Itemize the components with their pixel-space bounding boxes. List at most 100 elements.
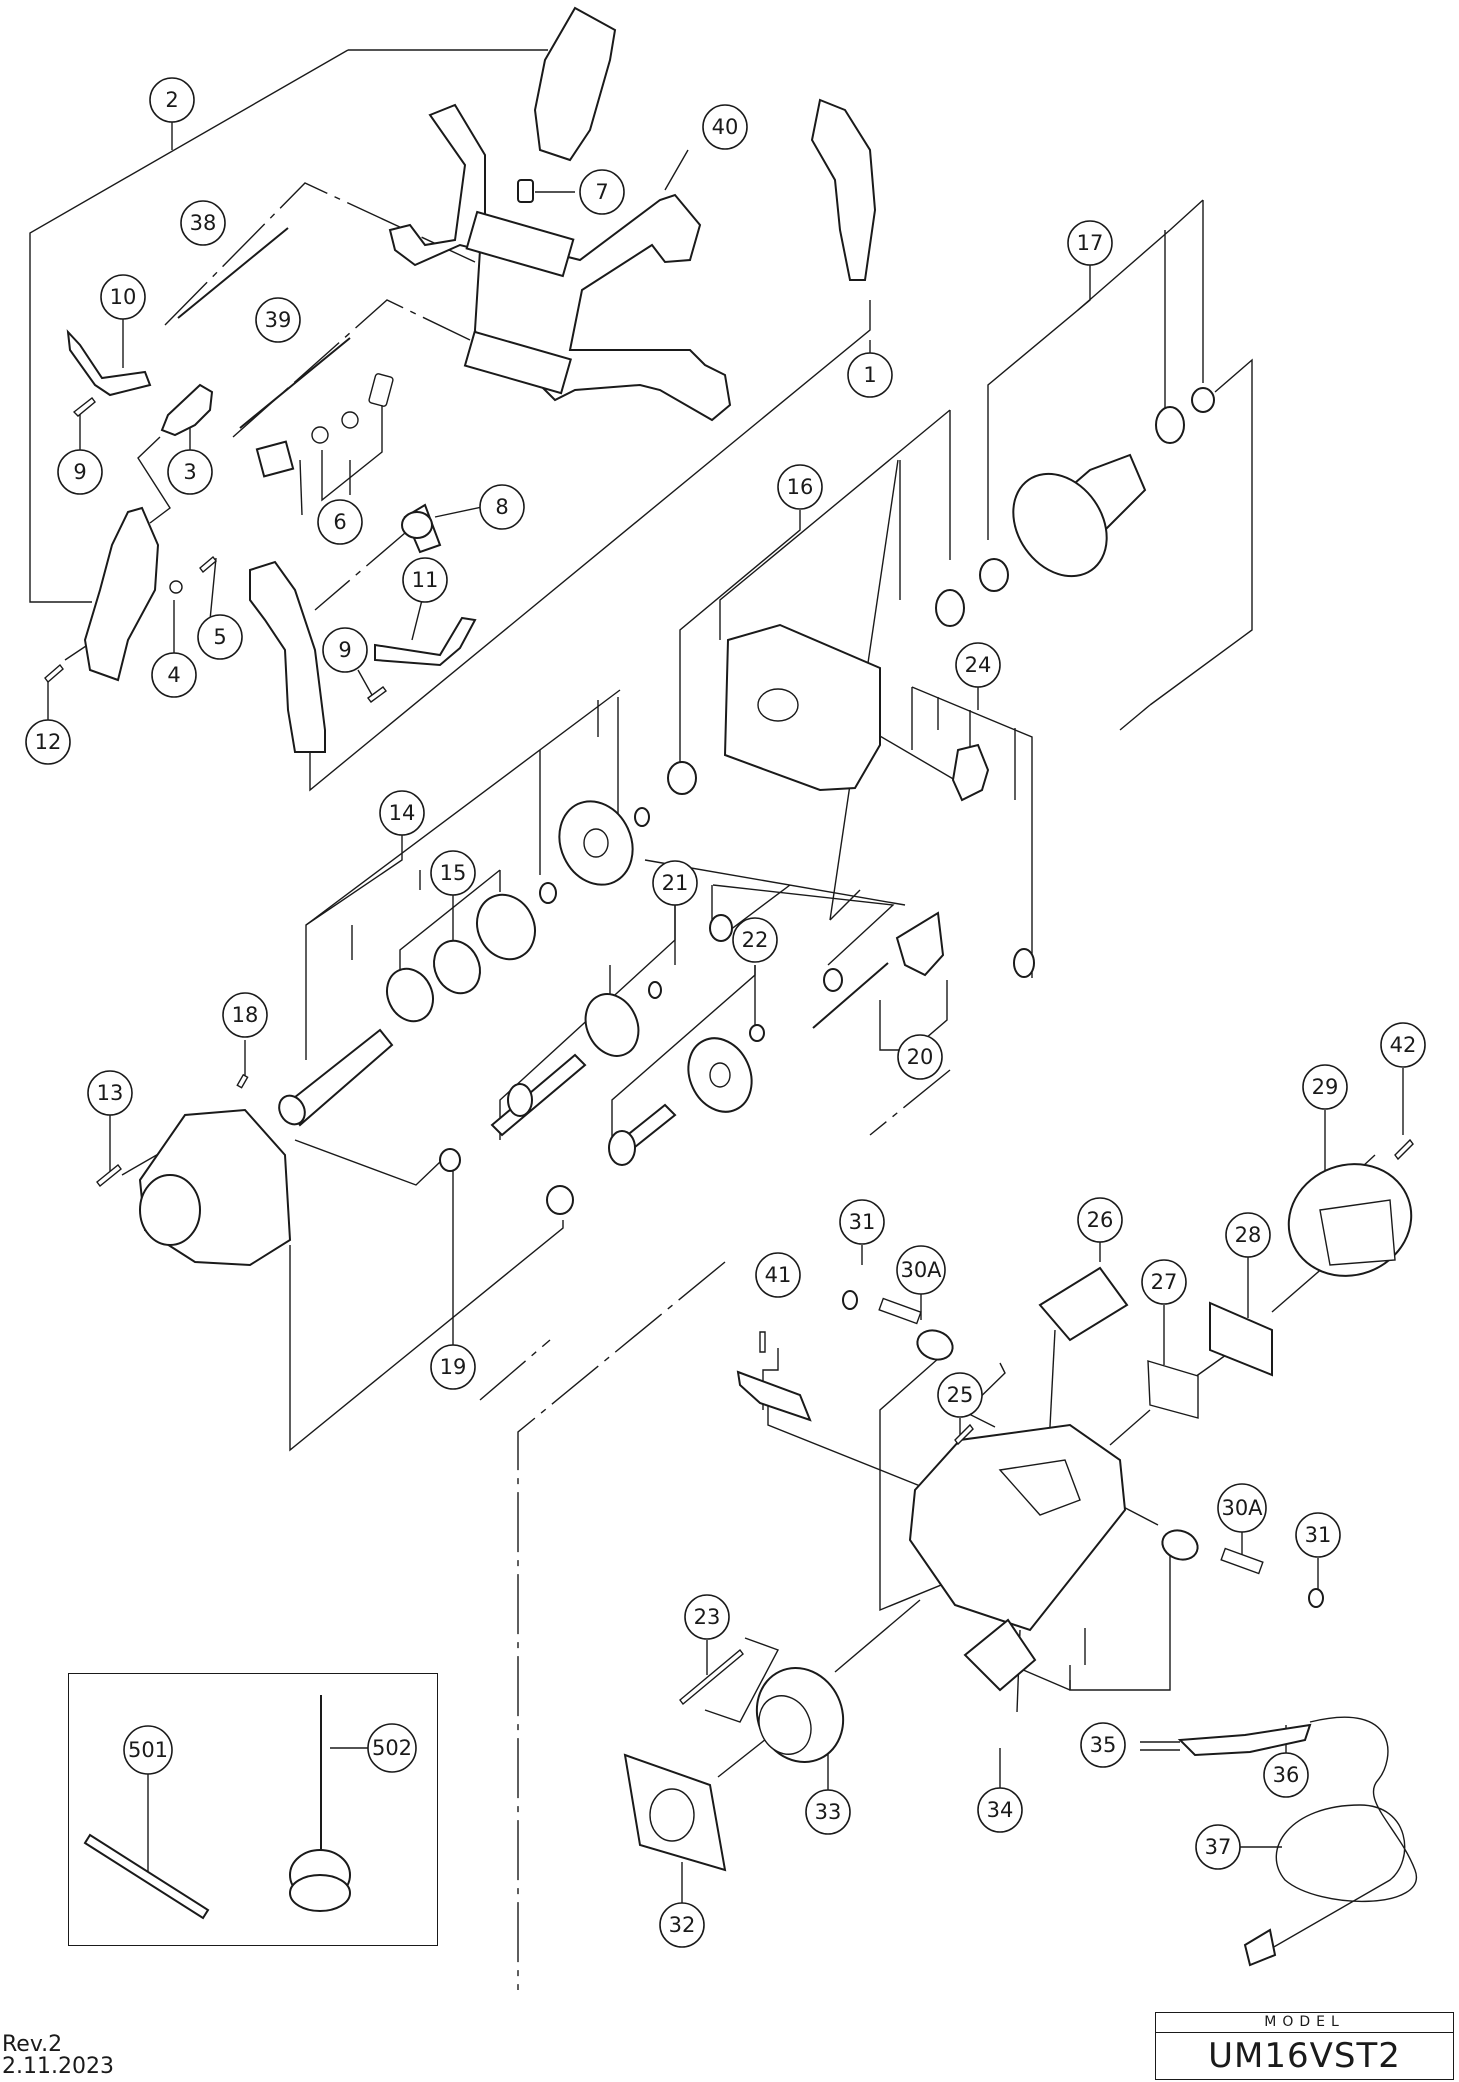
callout-c19: 19 xyxy=(430,1344,476,1390)
armature-fan xyxy=(1012,472,1108,578)
housing-window xyxy=(998,1459,1081,1516)
callout-number: 26 xyxy=(1087,1208,1114,1232)
callout-c501: 501 xyxy=(123,1725,173,1775)
callout-number: 33 xyxy=(815,1800,842,1824)
callout-circle xyxy=(732,917,778,963)
callout-circle xyxy=(367,1723,417,1773)
callout-number: 1 xyxy=(863,363,876,387)
callout-circle xyxy=(197,614,243,660)
suppressor-core xyxy=(341,411,359,429)
brush-cap xyxy=(842,1290,858,1310)
handle-grip-right xyxy=(249,560,326,753)
paddle-spiral xyxy=(289,1874,351,1912)
internal-ring xyxy=(386,967,434,1023)
cord-armor xyxy=(1177,1723,1312,1757)
callout-c18: 18 xyxy=(222,992,268,1038)
label xyxy=(963,1618,1037,1692)
callout-c42: 42 xyxy=(1380,1022,1426,1068)
callout-c40: 40 xyxy=(702,104,748,150)
handle-half-top xyxy=(533,6,617,162)
accessory-parts xyxy=(83,1695,351,1920)
callout-number: 27 xyxy=(1151,1270,1178,1294)
callout-circle xyxy=(430,850,476,896)
bearing-holder xyxy=(433,939,481,995)
callout-circle xyxy=(1380,1022,1426,1068)
motor-housing xyxy=(908,1423,1127,1632)
lever xyxy=(374,616,477,667)
callout-c30b: 30A xyxy=(1217,1483,1267,1533)
callout-number: 23 xyxy=(694,1605,721,1629)
callout-c39: 39 xyxy=(255,297,301,343)
callout-number: 31 xyxy=(849,1210,876,1234)
screw-icon xyxy=(44,663,64,684)
carbon-brush xyxy=(1220,1547,1264,1575)
brush-cap xyxy=(1308,1588,1324,1608)
callout-c29: 29 xyxy=(1302,1064,1348,1110)
shift-fork xyxy=(895,911,945,977)
callout-circle xyxy=(255,297,301,343)
callout-circle xyxy=(479,484,525,530)
ball-bearing xyxy=(476,893,536,961)
callout-number: 41 xyxy=(765,1263,792,1287)
callout-number: 6 xyxy=(333,510,346,534)
callout-c15: 15 xyxy=(430,850,476,896)
callout-c5: 5 xyxy=(197,614,243,660)
label xyxy=(1147,1360,1199,1419)
screw-icon xyxy=(759,1331,766,1353)
callout-circle xyxy=(317,499,363,545)
callout-c9a: 9 xyxy=(57,449,103,495)
screw-icon xyxy=(679,1648,744,1706)
needle-bearing xyxy=(439,1148,461,1172)
callout-circle xyxy=(402,557,448,603)
bushing xyxy=(823,968,843,992)
callout-c37: 37 xyxy=(1195,1824,1241,1870)
callout-c1: 1 xyxy=(847,352,893,398)
callout-circle xyxy=(1141,1259,1187,1305)
frame-plate xyxy=(465,210,575,278)
dial-wheel xyxy=(401,511,433,539)
callout-circle xyxy=(777,464,823,510)
callout-number: 10 xyxy=(110,285,137,309)
callout-c22: 22 xyxy=(732,917,778,963)
brush-holder xyxy=(1161,1529,1199,1561)
screw-icon xyxy=(199,555,217,574)
callout-circle xyxy=(1067,220,1113,266)
callout-circle xyxy=(1295,1512,1341,1558)
callout-circle xyxy=(322,627,368,673)
carbon-brush xyxy=(878,1297,922,1325)
callout-number: 16 xyxy=(787,475,814,499)
callout-c38: 38 xyxy=(180,200,226,246)
callout-c502: 502 xyxy=(367,1723,417,1773)
callout-circle xyxy=(896,1245,946,1295)
callout-c23: 23 xyxy=(684,1594,730,1640)
retaining-ring xyxy=(634,807,650,827)
callout-c3: 3 xyxy=(167,449,213,495)
callout-circle xyxy=(839,1199,885,1245)
callout-number: 7 xyxy=(595,180,608,204)
callout-circle xyxy=(1263,1752,1309,1798)
screw-icon xyxy=(954,1423,974,1446)
callout-number: 8 xyxy=(495,495,508,519)
revision-label: Rev.2 xyxy=(2,2032,63,2057)
callout-number: 9 xyxy=(338,638,351,662)
callout-number: 502 xyxy=(372,1736,412,1760)
callout-number: 37 xyxy=(1205,1835,1232,1859)
callout-circle xyxy=(702,104,748,150)
callout-number: 11 xyxy=(412,568,439,592)
screw-icon xyxy=(1394,1138,1414,1161)
suppressor-block xyxy=(368,373,394,407)
plug xyxy=(1243,1928,1277,1967)
callout-c16: 16 xyxy=(777,464,823,510)
callout-c6: 6 xyxy=(317,499,363,545)
callout-number: 17 xyxy=(1077,231,1104,255)
callout-number: 31 xyxy=(1305,1523,1332,1547)
cord-clip-bracket xyxy=(736,1370,812,1422)
wire-39 xyxy=(239,337,351,429)
callout-number: 36 xyxy=(1273,1763,1300,1787)
callout-circle xyxy=(1217,1483,1267,1533)
callout-circle xyxy=(579,169,625,215)
ball-bearing xyxy=(709,914,733,942)
brush-holder xyxy=(916,1329,954,1361)
callout-c30a: 30A xyxy=(896,1245,946,1295)
